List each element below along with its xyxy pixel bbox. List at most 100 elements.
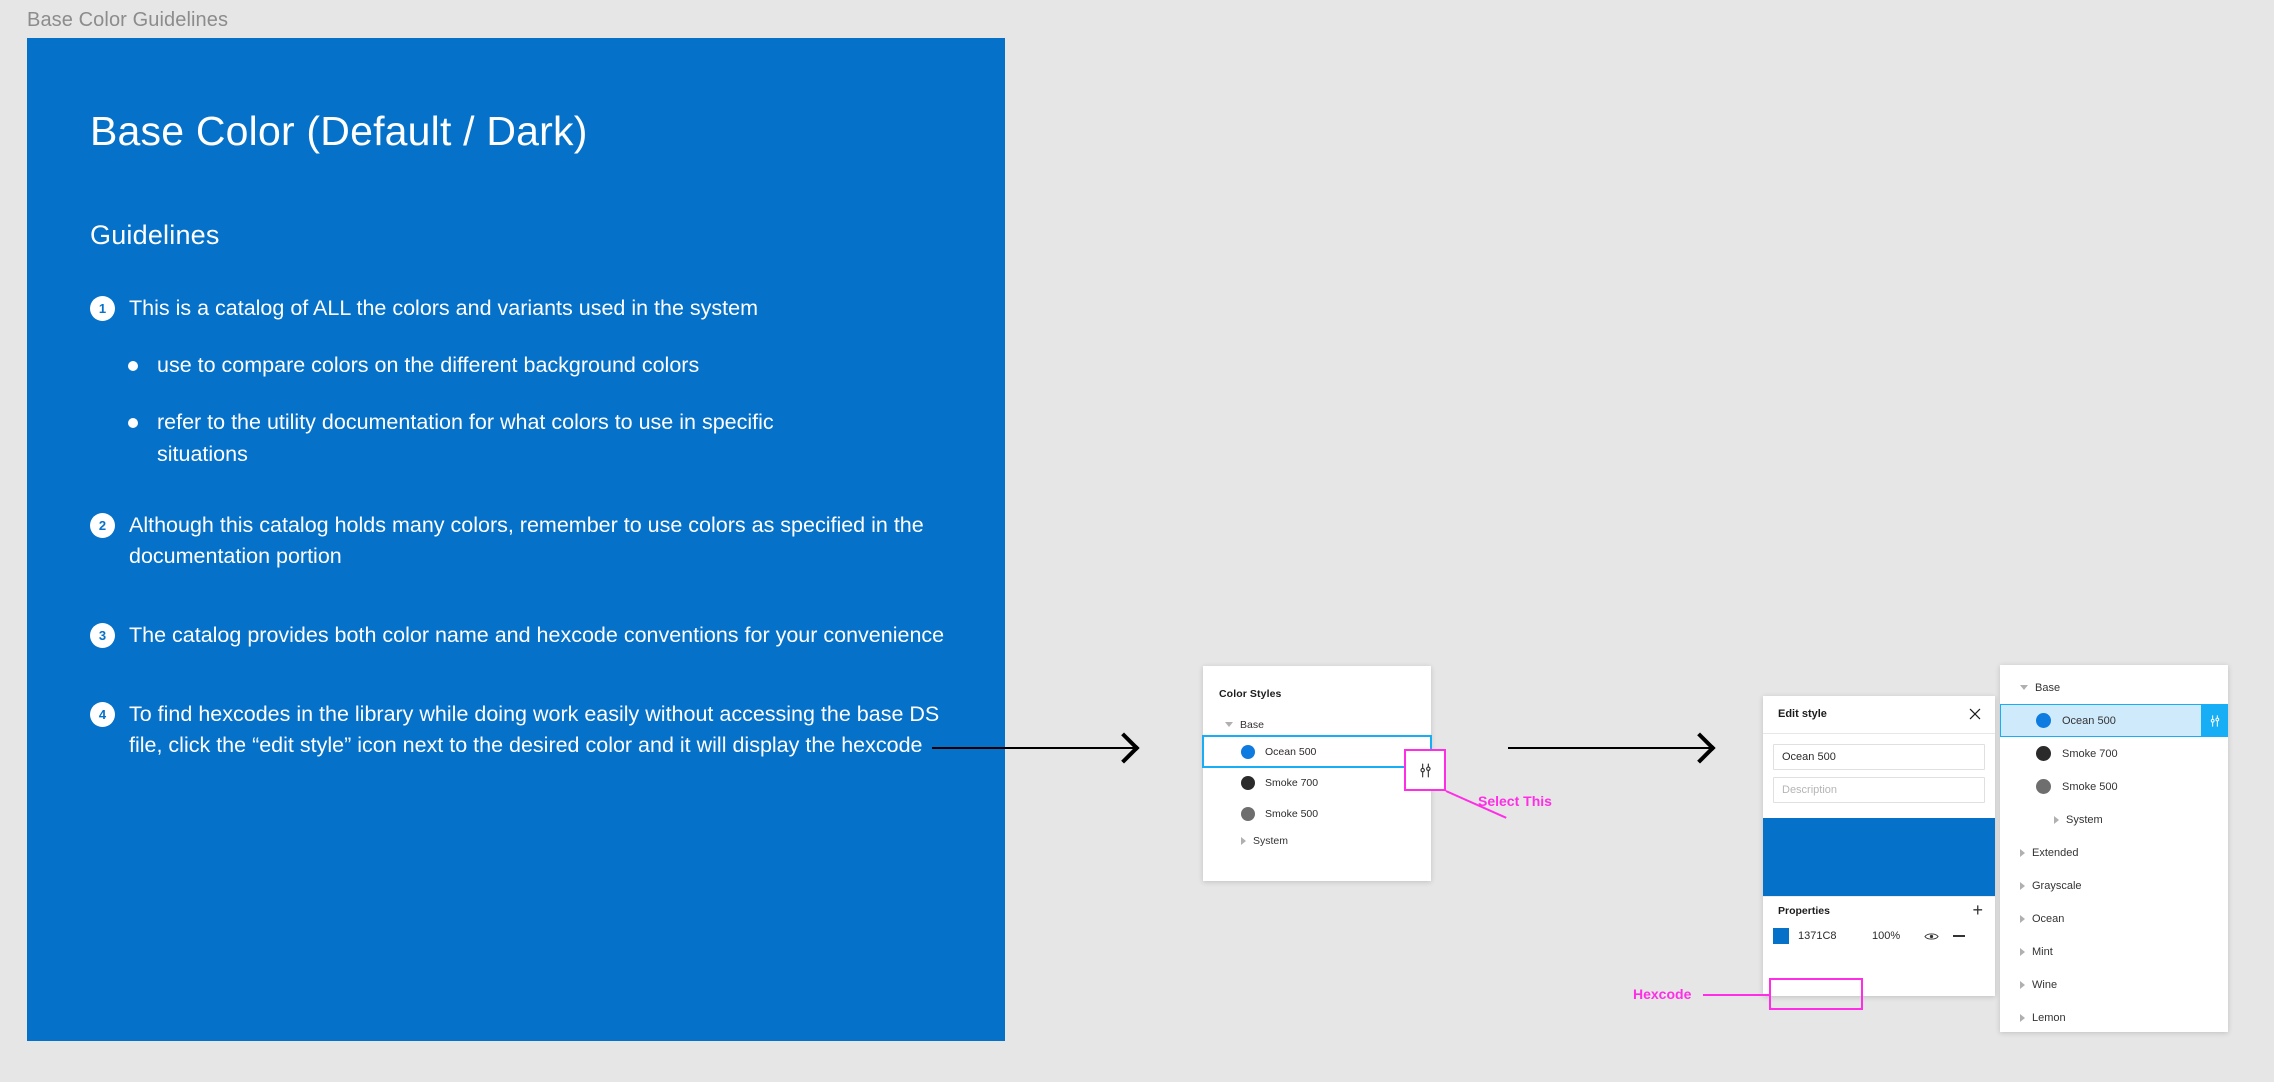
color-styles-title: Color Styles bbox=[1219, 688, 1282, 700]
library-group-label: Mint bbox=[2032, 945, 2053, 958]
color-group-row[interactable]: Base bbox=[1203, 713, 1431, 736]
minus-icon[interactable] bbox=[1953, 935, 1965, 937]
chevron-right-icon[interactable] bbox=[2020, 1013, 2025, 1022]
library-group-label: Ocean bbox=[2032, 912, 2065, 925]
hexcode-value[interactable]: 1371C8 bbox=[1798, 930, 1837, 942]
color-style-row[interactable]: Ocean 500 bbox=[1202, 735, 1432, 768]
properties-title: Properties bbox=[1778, 905, 1830, 917]
frame-title[interactable]: Base Color Guidelines bbox=[27, 9, 229, 31]
library-group-row[interactable]: Base bbox=[2000, 671, 2228, 704]
flow-arrow-1 bbox=[932, 747, 1135, 749]
chevron-right-icon[interactable] bbox=[2020, 881, 2025, 890]
chevron-down-icon[interactable] bbox=[2020, 685, 2028, 690]
library-group-row[interactable]: Wine bbox=[2000, 968, 2228, 1001]
color-style-row[interactable]: Smoke 500 bbox=[1203, 798, 1431, 829]
color-swatch bbox=[1241, 744, 1255, 759]
library-group-label: System bbox=[2066, 813, 2103, 826]
edit-style-header: Edit style bbox=[1763, 696, 1995, 734]
color-preview bbox=[1763, 818, 1995, 896]
guideline-row: 4 To find hexcodes in the library while d… bbox=[90, 699, 970, 761]
edit-style-panel: Edit style Properties + 1371C8 100% bbox=[1763, 696, 1995, 996]
guideline-number-badge: 4 bbox=[90, 702, 115, 728]
edit-style-icon-button[interactable] bbox=[2201, 704, 2228, 737]
library-group-label: Grayscale bbox=[2032, 879, 2082, 892]
hero-card: Base Color (Default / Dark) Guidelines 1… bbox=[27, 38, 1005, 1041]
edit-style-icon-button[interactable] bbox=[1404, 749, 1446, 791]
tune-icon bbox=[2210, 714, 2219, 727]
section-heading: Guidelines bbox=[90, 220, 220, 250]
library-group-label: Extended bbox=[2032, 846, 2079, 859]
library-color-row[interactable]: Smoke 500 bbox=[2000, 770, 2228, 803]
library-group-row[interactable]: Grayscale bbox=[2000, 869, 2228, 902]
library-group-row[interactable]: Extended bbox=[2000, 836, 2228, 869]
opacity-value[interactable]: 100% bbox=[1872, 930, 1901, 942]
library-group-label: Wine bbox=[2032, 978, 2058, 991]
style-description-input[interactable] bbox=[1773, 777, 1985, 803]
library-group-row[interactable]: Lemon bbox=[2000, 1001, 2228, 1034]
chevron-right-icon[interactable] bbox=[2054, 815, 2059, 824]
tune-icon bbox=[1419, 763, 1431, 777]
color-swatch bbox=[1241, 806, 1255, 821]
library-color-label: Ocean 500 bbox=[2062, 714, 2116, 727]
color-style-label: Ocean 500 bbox=[1265, 745, 1317, 758]
chevron-right-icon[interactable] bbox=[2020, 980, 2025, 989]
color-group-row[interactable]: System bbox=[1203, 829, 1431, 852]
color-group-label: Base bbox=[1240, 718, 1264, 731]
eye-icon[interactable] bbox=[1924, 931, 1939, 942]
hexcode-leader-line bbox=[1703, 994, 1769, 996]
color-swatch bbox=[2036, 713, 2051, 728]
library-group-row[interactable]: System bbox=[2000, 803, 2228, 836]
chevron-right-icon[interactable] bbox=[2020, 947, 2025, 956]
bullet-dot bbox=[128, 418, 138, 429]
guideline-number-badge: 1 bbox=[90, 296, 115, 321]
properties-header: Properties + bbox=[1763, 896, 1995, 922]
color-group-label: System bbox=[1253, 834, 1289, 847]
guideline-text: To find hexcodes in the library while do… bbox=[129, 702, 940, 758]
select-this-label: Select This bbox=[1478, 793, 1552, 809]
library-color-row[interactable]: Ocean 500 bbox=[2000, 704, 2228, 737]
spacer bbox=[90, 762, 970, 792]
library-color-label: Smoke 500 bbox=[2062, 780, 2118, 793]
color-swatch bbox=[2036, 779, 2051, 794]
bullet-dot bbox=[128, 361, 138, 372]
property-color-swatch[interactable] bbox=[1773, 928, 1789, 944]
property-row: 1371C8 100% bbox=[1763, 922, 1995, 950]
spacer bbox=[90, 651, 970, 681]
color-swatch bbox=[2036, 746, 2051, 761]
guideline-text: The catalog provides both color name and… bbox=[129, 623, 945, 648]
color-swatch bbox=[1241, 775, 1255, 790]
guideline-subitem-text: refer to the utility documentation for w… bbox=[157, 410, 774, 466]
library-color-row[interactable]: Smoke 700 bbox=[2000, 737, 2228, 770]
guideline-number-badge: 3 bbox=[90, 623, 115, 649]
library-group-row[interactable]: Mint bbox=[2000, 935, 2228, 968]
guideline-subitem: use to compare colors on the different b… bbox=[128, 350, 970, 381]
chevron-right-icon[interactable] bbox=[2020, 848, 2025, 857]
chevron-right-icon[interactable] bbox=[2020, 914, 2025, 923]
style-name-input[interactable] bbox=[1773, 744, 1985, 770]
edit-style-title: Edit style bbox=[1778, 708, 1827, 720]
color-style-row[interactable]: Smoke 700 bbox=[1203, 767, 1431, 798]
hexcode-label: Hexcode bbox=[1633, 986, 1692, 1002]
guideline-subitem-text: use to compare colors on the different b… bbox=[157, 353, 700, 378]
guideline-number-badge: 2 bbox=[90, 512, 115, 538]
color-style-label: Smoke 700 bbox=[1265, 776, 1319, 789]
guideline-row: 3 The catalog provides both color name an… bbox=[90, 620, 970, 651]
library-group-row[interactable]: Ocean bbox=[2000, 902, 2228, 935]
chevron-right-icon[interactable] bbox=[1241, 836, 1246, 845]
library-group-label: Base bbox=[2035, 681, 2061, 694]
flow-arrow-2 bbox=[1508, 747, 1711, 749]
library-group-label: Lemon bbox=[2032, 1011, 2066, 1024]
add-property-button[interactable]: + bbox=[1972, 900, 1983, 920]
spacer bbox=[90, 572, 970, 602]
close-icon[interactable] bbox=[1967, 706, 1983, 722]
chevron-down-icon[interactable] bbox=[1225, 722, 1233, 727]
